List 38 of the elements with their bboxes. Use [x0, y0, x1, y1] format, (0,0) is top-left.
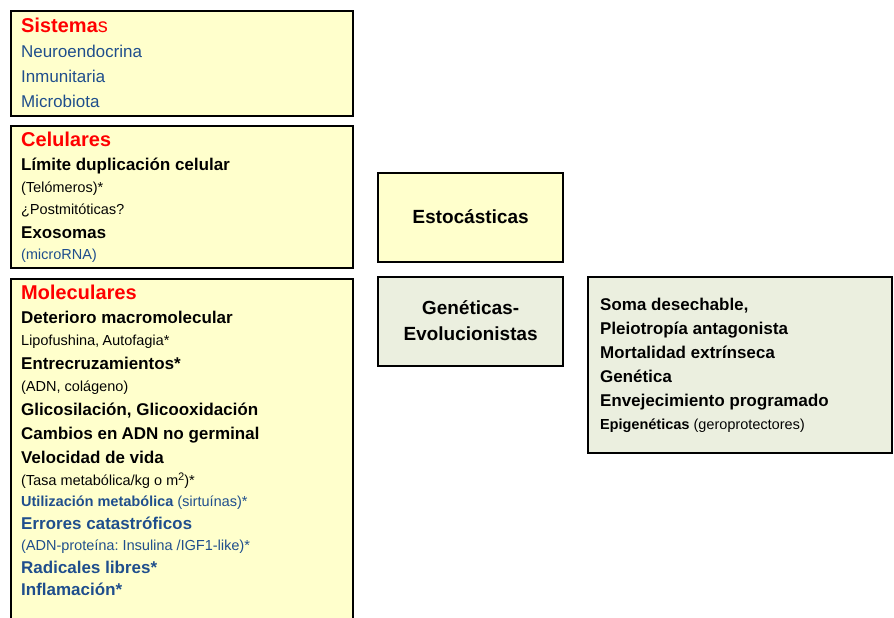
box-heading: Sistemas [21, 14, 109, 39]
note-text: Lipofushina, Autofagia* [21, 332, 170, 351]
note-text: (ADN-proteína: Insulina /IGF1-like)* [21, 536, 251, 556]
text-box [587, 276, 893, 454]
item-text: Velocidad de vida [21, 447, 165, 469]
item-text: Glicosilación, Glicooxidación [21, 399, 260, 421]
item-text: Límite duplicación celular [21, 154, 231, 176]
item-text: Epigenéticas (geroprotectores) [600, 416, 806, 435]
note-text: (Telómeros)* [21, 179, 104, 198]
note-text: (ADN, colágeno) [21, 378, 130, 397]
item-text: Entrecruzamientos* [21, 353, 182, 375]
text-box [377, 172, 564, 263]
note-text: (Tasa metabólica/kg o m$^{2}$)* [21, 470, 196, 491]
item-text: Radicales libres* [21, 556, 158, 578]
note-text: ¿Postmitóticas? [21, 201, 126, 220]
box-heading: Moleculares [21, 281, 138, 306]
item-text: Inflamación* [21, 579, 124, 601]
item-text: Exosomas [21, 222, 108, 244]
item-text: Envejecimiento programado [600, 390, 830, 412]
text-box [377, 276, 564, 367]
box-title: Genéticas- Evolucionistas [402, 296, 539, 346]
note-text: (microRNA) [21, 246, 98, 265]
item-text: Inmunitaria [21, 66, 106, 88]
item-text: Soma desechable, [600, 294, 750, 316]
item-text: Genética [600, 366, 673, 388]
box-heading: Celulares [21, 128, 112, 153]
text-box [10, 125, 354, 269]
item-text: Cambios en ADN no germinal [21, 423, 260, 445]
item-text: Pleiotropía antagonista [600, 318, 789, 340]
item-text: Deterioro macromolecular [21, 307, 234, 329]
note-text: Utilización metabólica (sirtuínas)* [21, 493, 248, 512]
item-text: Neuroendocrina [21, 41, 143, 63]
item-text: Microbiota [21, 91, 100, 113]
text-box [10, 10, 354, 117]
text-box [10, 278, 354, 618]
item-text: Mortalidad extrínseca [600, 342, 776, 364]
item-text: Errores catastróficos [21, 513, 194, 535]
box-title: Estocásticas [412, 206, 529, 230]
